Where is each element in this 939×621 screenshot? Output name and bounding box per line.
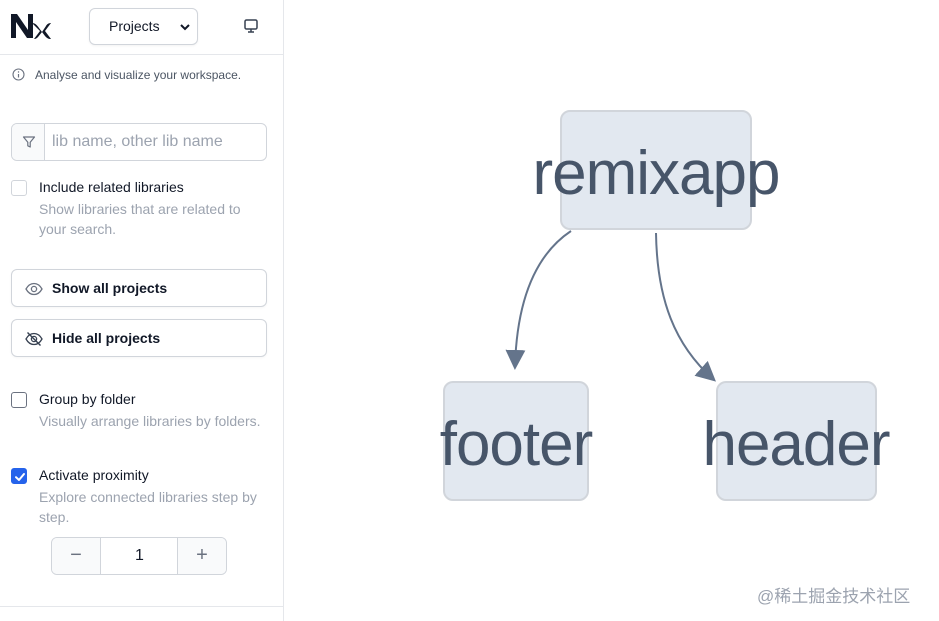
hide-all-label: Hide all projects [52,330,161,346]
filter-icon-box [12,124,45,160]
group-by-folder-label: Group by folder [39,391,136,407]
project-graph[interactable]: remixapp footer header [285,0,939,621]
show-all-label: Show all projects [52,280,168,296]
sidebar-header: Projects [0,0,283,55]
filter-input[interactable] [46,124,264,160]
proximity-value[interactable]: 1 [135,547,144,564]
activate-proximity-description: Explore connected libraries step by step… [39,489,257,525]
graph-node-footer[interactable] [443,381,589,501]
info-icon [12,68,25,81]
monitor-icon[interactable] [243,18,259,34]
description-text: Analyse and visualize your workspace. [35,68,242,82]
eye-off-icon [25,332,43,346]
sidebar-footer-divider [0,606,283,607]
chevron-down-icon [180,24,190,31]
checkmark-icon [15,473,25,481]
show-all-projects-button[interactable]: Show all projects [11,269,267,307]
eye-icon [25,282,43,296]
activate-proximity-option: Activate proximity Explore connected lib… [11,467,273,527]
node-label-header: header [702,410,890,479]
edge-remixapp-header [655,232,716,382]
node-label-remixapp: remixapp [532,139,781,208]
watermark: @稀土掘金技术社区 [757,587,911,606]
include-related-option: Include related libraries Show libraries… [11,179,273,239]
project-select-value: Projects [109,18,160,34]
include-related-checkbox[interactable] [11,180,27,196]
nx-logo [10,12,52,40]
increment-button[interactable]: + [177,538,226,574]
project-select[interactable]: Projects [89,8,198,45]
group-by-folder-option: Group by folder Visually arrange librari… [11,391,273,451]
activate-proximity-label: Activate proximity [39,467,149,483]
proximity-stepper: − 1 + [51,537,227,575]
edge-remixapp-footer [505,230,572,370]
decrement-button[interactable]: − [52,538,101,574]
graph-node-remixapp[interactable] [560,110,752,230]
hide-all-projects-button[interactable]: Hide all projects [11,319,267,357]
include-related-label: Include related libraries [39,179,184,195]
workspace-description: Analyse and visualize your workspace. [12,67,272,83]
graph-edges [505,230,716,382]
library-filter [11,123,267,161]
group-by-folder-checkbox[interactable] [11,392,27,408]
filter-icon [22,136,36,148]
sidebar: Projects Analyse and visualize your work… [0,0,284,621]
node-label-footer: footer [439,410,594,479]
activate-proximity-checkbox[interactable] [11,468,27,484]
group-by-folder-description: Visually arrange libraries by folders. [39,413,261,429]
graph-node-header[interactable] [716,381,877,501]
include-related-description: Show libraries that are related to your … [39,201,241,237]
